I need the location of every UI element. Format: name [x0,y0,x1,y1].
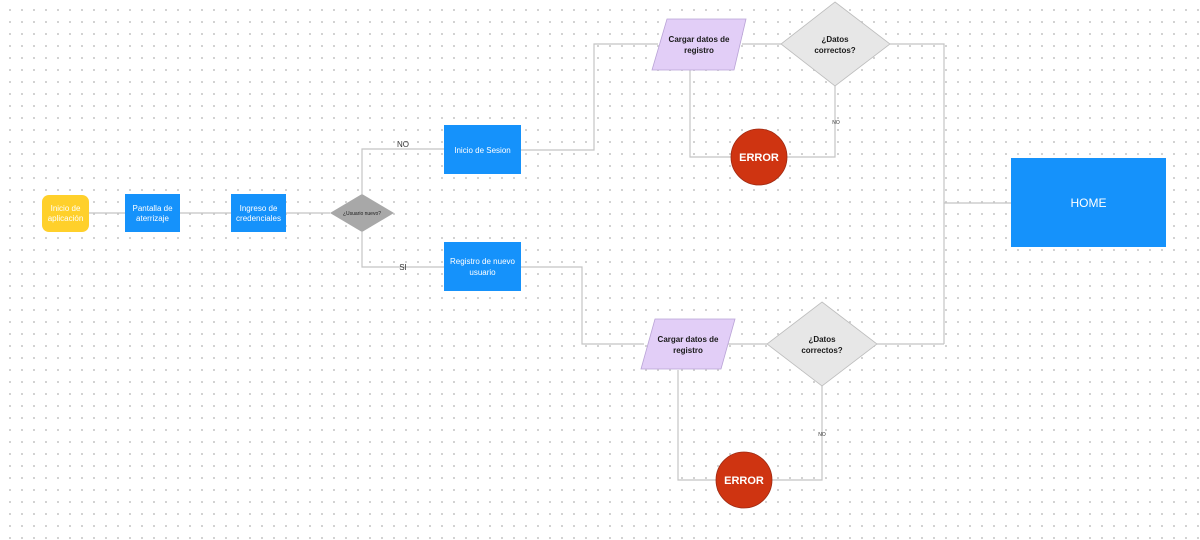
process-shape [231,194,286,232]
edge-label-no-top: NO [832,120,840,126]
node-pantalla-aterrizaje-label-1: Pantalla de [132,204,173,213]
node-ingreso-credenciales-label-1: Ingreso de [240,204,278,213]
node-datos-correctos-bottom[interactable]: ¿Datos correctos? [766,301,878,387]
process-shape [1011,158,1166,247]
node-inicio-sesion[interactable]: Inicio de Sesion [444,125,521,174]
edge-sesion-cargar-top [521,43,658,151]
node-error-bottom[interactable]: ERROR [715,451,773,509]
node-pantalla-aterrizaje[interactable]: Pantalla de aterrizaje [125,194,180,232]
node-datos-correctos-bottom-label-1: ¿Datos [808,335,836,344]
edge-cargar-error-top [689,70,731,158]
node-datos-correctos-top-label-2: correctos? [814,46,855,55]
node-usuario-nuevo-decision[interactable]: ¿Usuario nuevo? [330,194,394,232]
edge-cargar-error-bottom [677,370,716,481]
edge-label-no-bottom: NO [818,432,826,438]
process-shape [125,194,180,232]
node-cargar-datos-top-label-1: Cargar datos de [669,35,730,44]
edge-datos-error-top [787,86,836,158]
node-inicio-aplicacion-label-1: Inicio de [51,204,81,213]
process-shape [444,125,521,174]
connectors [89,43,1011,481]
node-inicio-sesion-label: Inicio de Sesion [454,146,510,155]
node-cargar-datos-bottom-label-2: registro [673,346,703,355]
node-registro-nuevo-usuario-label-2: usuario [469,268,496,277]
input-shape [651,18,747,71]
process-shape [444,242,521,291]
node-cargar-datos-top-label-2: registro [684,46,714,55]
node-pantalla-aterrizaje-label-2: aterrizaje [136,214,169,223]
node-home-label: HOME [1071,196,1107,210]
decision-shape [330,194,394,232]
edge-datos-home-top [890,43,945,344]
node-registro-nuevo-usuario-label-1: Registro de nuevo [450,257,515,266]
edge-label-no: NO [397,140,409,149]
node-inicio-aplicacion[interactable]: Inicio de aplicación [42,195,89,232]
edge-label-si: SI [399,263,407,272]
edge-datos-error-bottom [772,386,823,481]
node-datos-correctos-top-label-1: ¿Datos [821,35,849,44]
node-home[interactable]: HOME [1011,158,1166,247]
node-cargar-datos-bottom[interactable]: Cargar datos de registro [640,318,736,370]
start-shape [42,195,89,232]
input-shape [640,318,736,370]
node-inicio-aplicacion-label-2: aplicación [48,214,84,223]
node-ingreso-credenciales[interactable]: Ingreso de credenciales [231,194,286,232]
edge-registro-cargar-bottom [521,266,644,345]
node-datos-correctos-top[interactable]: ¿Datos correctos? [780,1,891,87]
node-cargar-datos-top[interactable]: Cargar datos de registro [651,18,747,71]
node-error-bottom-label: ERROR [724,475,764,487]
node-datos-correctos-bottom-label-2: correctos? [801,346,842,355]
error-shape [715,451,773,509]
edge-decision-no [361,148,444,194]
decision-shape [780,1,891,87]
edge-decision-si [361,232,444,268]
node-cargar-datos-bottom-label-1: Cargar datos de [658,335,719,344]
node-error-top-label: ERROR [739,152,779,164]
decision-shape [766,301,878,387]
node-error-top[interactable]: ERROR [730,128,788,186]
error-shape [730,128,788,186]
node-usuario-nuevo-label: ¿Usuario nuevo? [343,211,381,217]
node-ingreso-credenciales-label-2: credenciales [236,214,281,223]
node-registro-nuevo-usuario[interactable]: Registro de nuevo usuario [444,242,521,291]
